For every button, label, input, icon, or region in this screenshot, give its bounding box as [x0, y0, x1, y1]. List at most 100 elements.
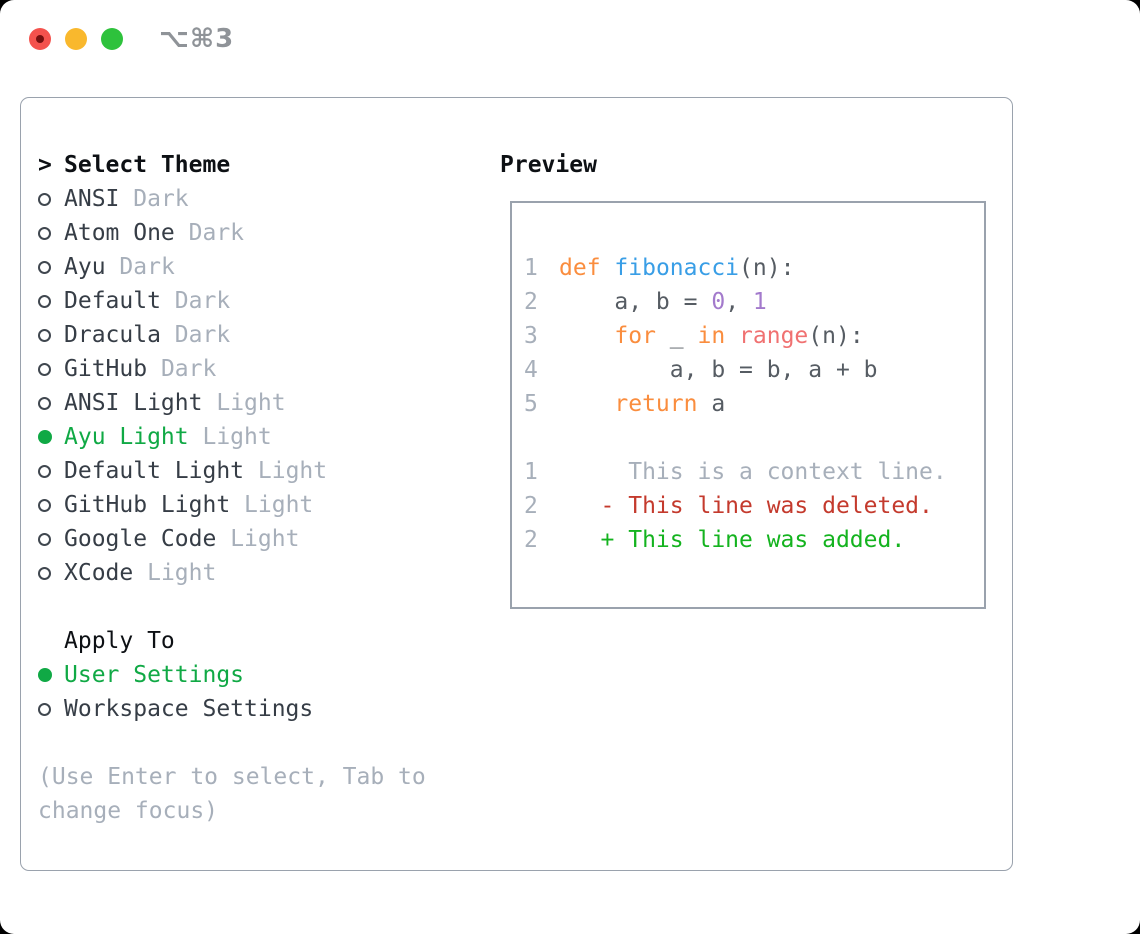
radio-icon	[38, 260, 51, 274]
theme-name: Dracula	[64, 322, 161, 348]
theme-name: Google Code	[64, 526, 217, 552]
window-shortcut-label: ⌥⌘3	[159, 24, 235, 54]
theme-name: ANSI Light	[64, 390, 203, 416]
code-preview-box: 1 def fibonacci(n): 2 a, b = 0, 1 3 for …	[510, 201, 986, 609]
code-token: fibonacci	[614, 255, 740, 281]
code-token	[559, 391, 614, 417]
theme-variant-tag: Dark	[174, 322, 231, 348]
prompt-icon: >	[38, 152, 52, 178]
theme-list: ANSI Dark Atom One Dark Ayu Dark Default…	[38, 182, 478, 590]
code-token: a, b =	[559, 289, 712, 315]
zoom-button[interactable]	[101, 28, 123, 50]
theme-variant-tag: Dark	[188, 220, 245, 246]
radio-marker	[38, 328, 64, 342]
close-button[interactable]	[29, 28, 51, 50]
theme-option[interactable]: Ayu Dark	[38, 250, 478, 284]
line-number: 3	[524, 323, 538, 349]
theme-option[interactable]: ANSI Light Light	[38, 386, 478, 420]
preview-title: Preview	[500, 152, 597, 178]
code-line: 5 return a	[524, 387, 984, 421]
radio-icon	[38, 328, 51, 342]
theme-option[interactable]: Default Light Light	[38, 454, 478, 488]
code-token	[725, 323, 739, 349]
theme-variant-tag: Dark	[133, 186, 189, 212]
theme-name: Ayu Light	[64, 424, 189, 450]
theme-name: GitHub	[64, 356, 148, 382]
line-content: This is a context line.	[559, 459, 947, 485]
theme-option[interactable]: XCode Light	[38, 556, 478, 590]
code-token: return	[614, 391, 698, 417]
apply-to-label: Workspace Settings	[64, 696, 314, 722]
theme-name: XCode	[64, 560, 134, 586]
code-token: for	[614, 323, 656, 349]
theme-option[interactable]: Default Dark	[38, 284, 478, 318]
line-content: - This line was deleted.	[559, 493, 933, 519]
theme-option[interactable]: Google Code Light	[38, 522, 478, 556]
theme-name: Atom One	[64, 220, 175, 246]
radio-marker	[38, 566, 64, 580]
select-theme-header-row: > Select Theme	[38, 148, 478, 182]
theme-variant-tag: Light	[230, 526, 300, 552]
radio-icon	[38, 226, 51, 240]
titlebar: ⌥⌘3	[29, 24, 235, 54]
radio-marker	[38, 260, 64, 274]
line-content: return a	[559, 391, 725, 417]
theme-variant-tag: Light	[257, 458, 328, 484]
radio-icon	[38, 702, 51, 716]
line-content: a, b = 0, 1	[559, 289, 766, 315]
spacer	[38, 726, 478, 760]
line-number: 2	[524, 527, 538, 553]
theme-option[interactable]: GitHub Dark	[38, 352, 478, 386]
apply-to-option[interactable]: Workspace Settings	[38, 692, 478, 726]
apply-to-option[interactable]: User Settings	[38, 658, 478, 692]
code-line: 4 a, b = b, a + b	[524, 353, 984, 387]
radio-marker	[38, 362, 64, 376]
minimize-button[interactable]	[65, 28, 87, 50]
line-number: 1	[524, 459, 538, 485]
code-token: (n):	[808, 323, 864, 349]
radio-marker	[38, 498, 64, 512]
theme-variant-tag: Light	[202, 424, 272, 450]
code-token: range	[739, 323, 809, 349]
line-number: 2	[524, 289, 538, 315]
code-token: This is a context line.	[559, 459, 947, 485]
code-line: 2 + This line was added.	[524, 523, 984, 557]
code-line: 2 - This line was deleted.	[524, 489, 984, 523]
code-token: 0	[711, 289, 726, 315]
keyboard-hint: (Use Enter to select, Tab to change focu…	[38, 764, 426, 824]
code-token: - This line was deleted.	[559, 493, 933, 519]
theme-name: GitHub Light	[64, 492, 231, 518]
theme-variant-tag: Dark	[174, 288, 231, 314]
radio-marker	[38, 430, 64, 444]
radio-icon	[38, 464, 51, 478]
theme-option[interactable]: ANSI Dark	[38, 182, 478, 216]
radio-marker	[38, 294, 64, 308]
theme-picker-panel: > Select Theme ANSI Dark Atom One Dark A…	[20, 97, 1013, 871]
radio-marker	[38, 532, 64, 546]
theme-name: ANSI	[64, 186, 120, 212]
code-token: (n):	[739, 255, 795, 281]
theme-name: Default	[64, 288, 161, 314]
theme-name: Ayu	[64, 254, 106, 280]
theme-option[interactable]: Dracula Dark	[38, 318, 478, 352]
line-number: 1	[524, 255, 538, 281]
code-token: in	[697, 323, 726, 349]
radio-icon	[38, 192, 51, 206]
radio-marker	[38, 192, 64, 206]
theme-option[interactable]: GitHub Light Light	[38, 488, 478, 522]
apply-to-title: Apply To	[64, 628, 175, 654]
apply-to-label: User Settings	[64, 662, 245, 688]
theme-variant-tag: Light	[244, 492, 314, 518]
code-token: ,	[725, 289, 753, 315]
select-theme-title: Select Theme	[64, 152, 231, 178]
line-content: + This line was added.	[559, 527, 906, 553]
theme-option[interactable]: Atom One Dark	[38, 216, 478, 250]
line-content: a, b = b, a + b	[559, 357, 878, 383]
code-token: a	[697, 391, 726, 417]
theme-option[interactable]: Ayu Light Light	[38, 420, 478, 454]
radio-icon	[38, 396, 51, 410]
radio-marker	[38, 464, 64, 478]
radio-icon	[38, 294, 51, 308]
line-number: 5	[524, 391, 538, 417]
